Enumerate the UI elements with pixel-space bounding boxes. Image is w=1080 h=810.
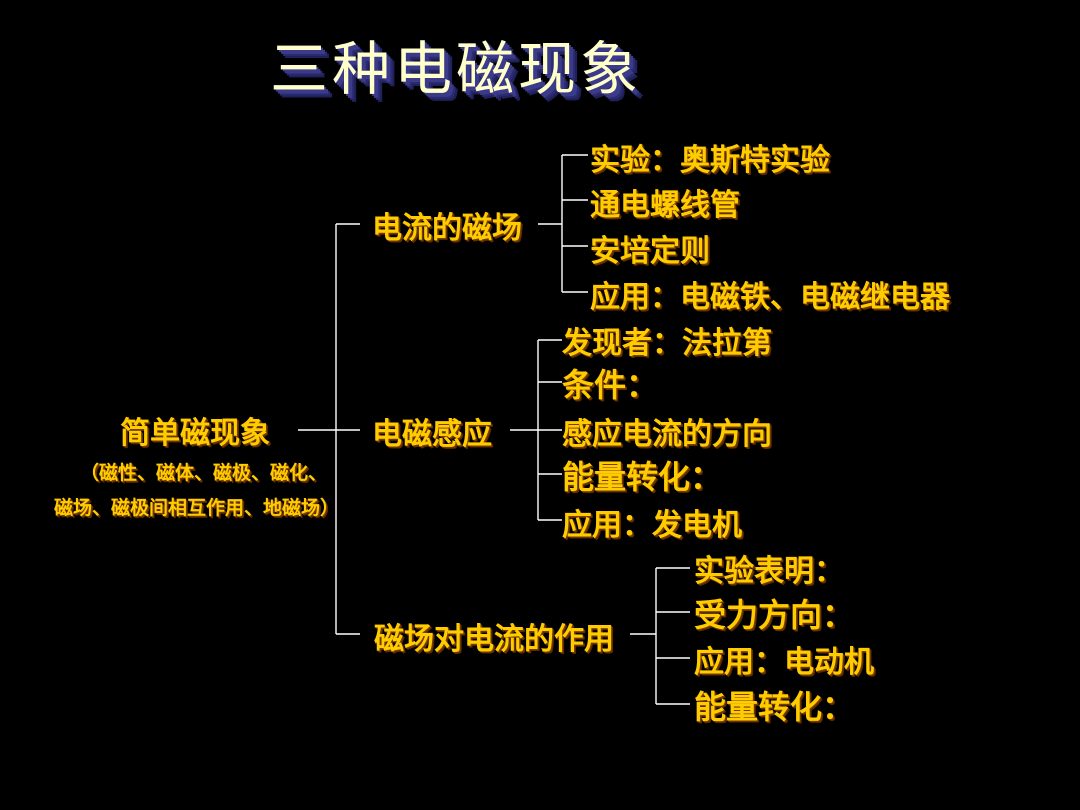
root-note-line2: 磁场、磁极间相互作用、地磁场） [54,497,340,519]
item-motor-application: 应用：电动机 [694,645,874,680]
item-energy-conversion-1: 能量转化： [562,458,723,496]
root-note-line1: （磁性、磁体、磁极、磁化、 [80,462,328,484]
branch-current-magnetic-field: 电流的磁场 [372,211,522,246]
item-experiment-shows: 实验表明： [694,554,844,589]
item-ampere-rule: 安培定则 [590,234,710,269]
item-force-direction: 受力方向： [694,596,855,634]
item-generator-application: 应用：发电机 [562,508,742,543]
branch-force-on-current: 磁场对电流的作用 [374,622,614,657]
item-energy-conversion-2: 能量转化： [694,688,855,726]
item-solenoid: 通电螺线管 [590,188,740,223]
item-discoverer: 发现者：法拉第 [562,326,772,361]
item-induced-current-direction: 感应电流的方向 [562,417,772,452]
page-title: 三种电磁现象 [270,35,643,103]
item-condition: 条件： [562,366,659,404]
branch-electromagnetic-induction: 电磁感应 [372,417,492,452]
item-electromagnet-application: 应用：电磁铁、电磁继电器 [590,280,950,315]
item-oersted-experiment: 实验：奥斯特实验 [590,143,830,178]
root-label: 简单磁现象 [120,416,270,451]
